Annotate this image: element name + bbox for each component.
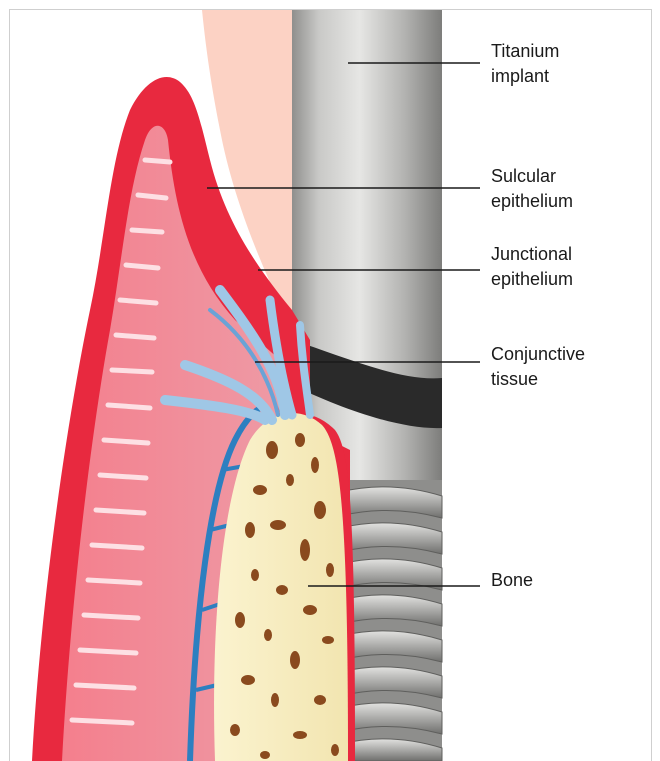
label-line: Conjunctive: [491, 342, 585, 367]
label-conjunctive-tissue: Conjunctive tissue: [491, 342, 585, 392]
implant-threads: [340, 480, 442, 761]
label-line: Titanium: [491, 39, 559, 64]
label-sulcular-epithelium: Sulcular epithelium: [491, 164, 573, 214]
label-line: Bone: [491, 568, 533, 593]
label-line: epithelium: [491, 189, 573, 214]
label-titanium-implant: Titanium implant: [491, 39, 559, 89]
label-line: Sulcular: [491, 164, 573, 189]
label-line: Junctional: [491, 242, 573, 267]
diagram-frame: Titanium implant Sulcular epithelium Jun…: [9, 9, 652, 761]
label-line: epithelium: [491, 267, 573, 292]
label-bone: Bone: [491, 568, 533, 593]
label-junctional-epithelium: Junctional epithelium: [491, 242, 573, 292]
label-line: tissue: [491, 367, 585, 392]
label-line: implant: [491, 64, 559, 89]
